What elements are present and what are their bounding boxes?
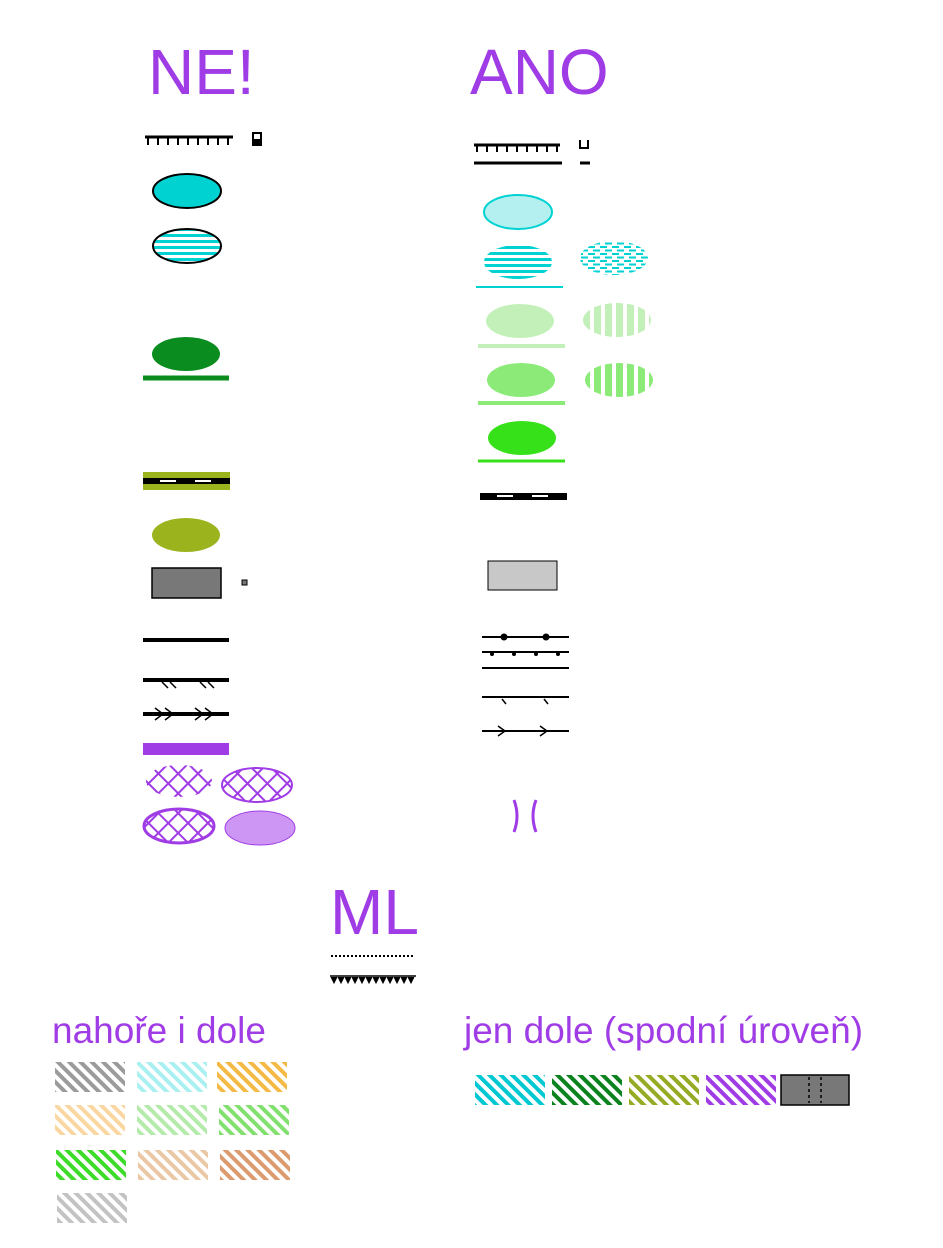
swatch-nahore-4 [55, 1105, 125, 1135]
ano-symbol-line-ticks [482, 696, 569, 705]
swatch-jen-2 [552, 1075, 622, 1105]
ne-symbol-cliff-edge [145, 132, 262, 146]
swatch-nahore-3 [217, 1062, 287, 1092]
ne-symbol-cyan-striped-ellipse [152, 228, 222, 264]
swatch-jen-4 [706, 1075, 776, 1105]
ano-symbol-green-bright-ellipse [478, 421, 565, 463]
ano-symbol-green-light-ellipse [478, 363, 565, 405]
swatch-jen-5 [780, 1074, 850, 1106]
swatch-jen-3 [629, 1075, 699, 1105]
swatch-nahore-8 [138, 1150, 208, 1180]
ano-symbol-line-arrows [482, 725, 569, 737]
ano-symbol-cyan-striped-ellipse [476, 245, 563, 288]
ne-symbol-line-arrows [143, 707, 229, 721]
ne-symbol-purple-light-ellipse [224, 810, 296, 846]
heading-nahore-i-dole: nahoře i dole [52, 1010, 266, 1051]
swatches-jen-dole [475, 1074, 850, 1106]
heading-ml: ML [330, 876, 419, 948]
swatch-nahore-9 [220, 1150, 290, 1180]
ne-symbol-olive-ellipse [152, 518, 220, 552]
ne-symbol-dark-green-ellipse [143, 337, 229, 381]
swatch-nahore-7 [56, 1150, 126, 1180]
swatch-nahore-1 [55, 1062, 125, 1092]
ano-symbol-cliff-edge [474, 140, 590, 165]
ano-symbol-cyan-dashed-ellipse [580, 241, 648, 275]
swatch-nahore-10 [57, 1193, 127, 1223]
ano-symbol-purple-brackets [512, 799, 538, 833]
ne-symbol-line-ticks [143, 678, 229, 689]
ano-symbol-green-pale-ellipse [478, 304, 565, 348]
heading-ne: NE! [148, 36, 255, 108]
ml-symbol-triangle-line [330, 975, 416, 985]
swatch-nahore-6 [219, 1105, 289, 1135]
swatch-nahore-2 [137, 1062, 207, 1092]
ano-symbol-gray-rectangle [487, 560, 558, 591]
swatches-nahore-i-dole [55, 1062, 290, 1223]
ne-symbol-purple-bar [143, 743, 229, 755]
swatch-nahore-5 [137, 1105, 207, 1135]
swatch-jen-1 [475, 1075, 545, 1105]
ne-symbol-purple-crosshatch-thick [142, 807, 216, 845]
ne-symbol-purple-crosshatch-outlined [221, 767, 293, 803]
ano-symbol-road-line [480, 493, 567, 500]
ne-symbol-road-olive [143, 472, 230, 490]
heading-ano: ANO [470, 36, 609, 108]
ano-symbol-cyan-light-ellipse [483, 194, 553, 230]
heading-jen-dole: jen dole (spodní úroveň) [464, 1010, 864, 1051]
ne-symbol-gray-rectangle [151, 567, 248, 599]
ano-symbol-line-dots-bottom [482, 651, 569, 656]
ne-symbol-purple-crosshatch-open [146, 765, 212, 797]
ano-symbol-green-pale-striped-ellipse [583, 303, 651, 337]
ano-symbol-green-light-striped-ellipse [585, 363, 653, 397]
ano-symbol-line-dots-top [482, 633, 569, 641]
ne-symbol-cyan-ellipse [152, 173, 222, 209]
